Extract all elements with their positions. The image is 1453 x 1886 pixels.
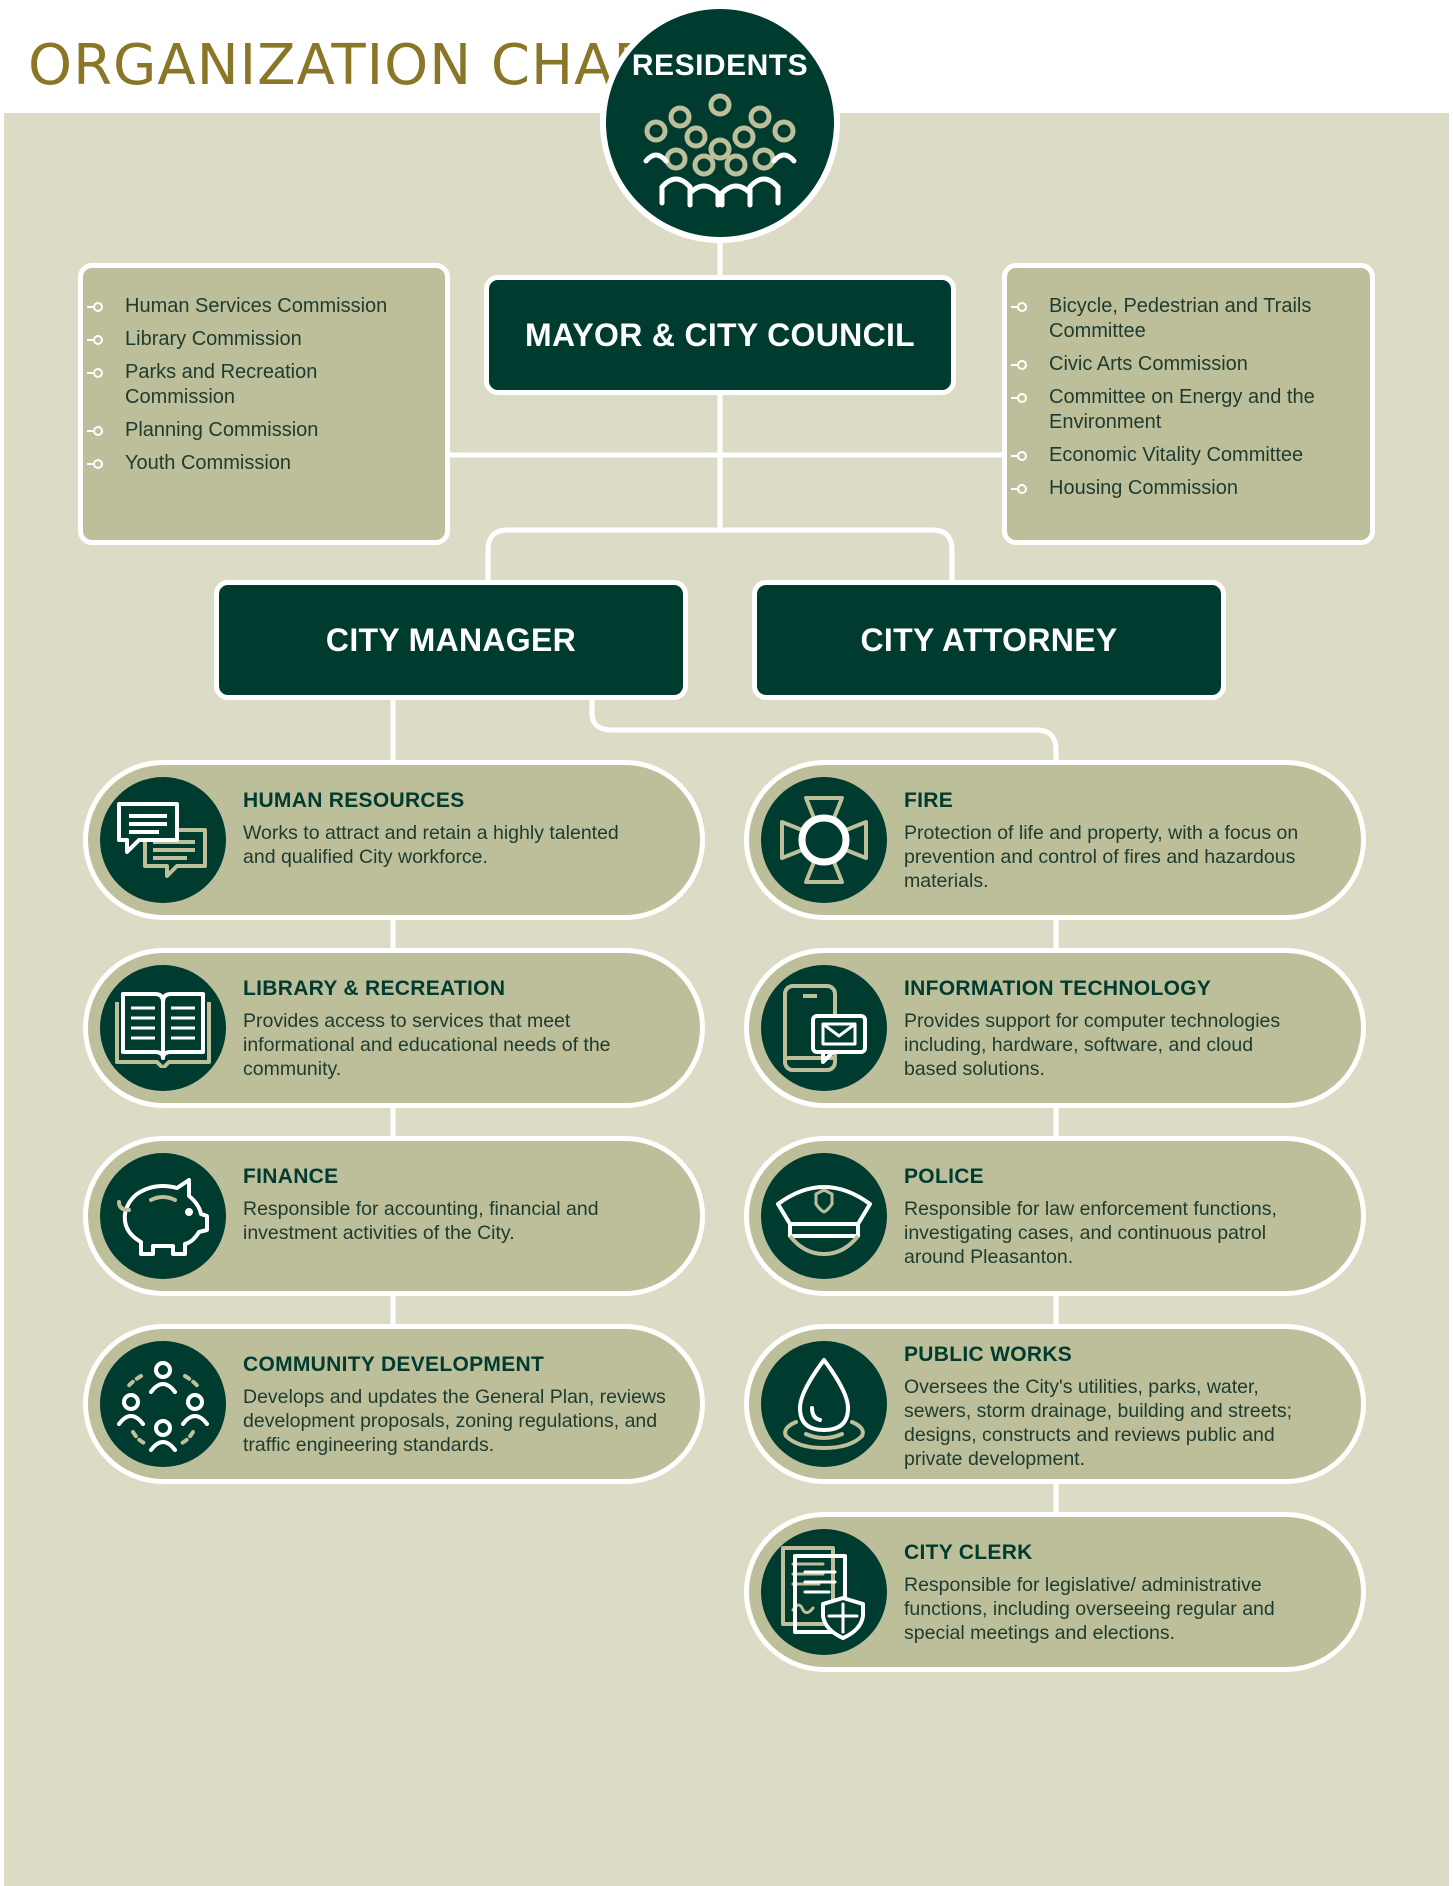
mayor-council-box: MAYOR & CITY COUNCIL [484,275,956,395]
dept-description: Provides support for computer technologi… [904,1010,1281,1080]
bullet-circle-icon [1011,360,1027,370]
dept-name: POLICE [904,1165,984,1188]
city-attorney-box: CITY ATTORNEY [752,580,1226,700]
community-network-icon [117,1361,209,1452]
police-cap-icon [776,1185,872,1256]
page-title: ORGANIZATION CHART [28,33,685,98]
commission-item: Library Commission [87,327,409,352]
dept-information-technology: INFORMATION TECHNOLOGY Provides support … [744,948,1366,1108]
piggy-bank-icon [117,1178,209,1256]
water-drop-icon [783,1358,865,1450]
dept-police: POLICE Responsible for law enforcement f… [744,1136,1366,1296]
committee-item: Civic Arts Commission [1011,352,1333,377]
bullet-circle-icon [87,335,103,345]
dept-fire: FIRE Protection of life and property, wi… [744,760,1366,920]
commission-item: Human Services Commission [87,294,409,319]
city-manager-label: CITY MANAGER [325,621,577,658]
dept-description: Provides access to services that meet in… [243,1010,611,1080]
residents-node: RESIDENTS [600,3,840,243]
dept-name: CITY CLERK [904,1541,1033,1564]
bullet-circle-icon [1011,393,1027,403]
dept-description: Protection of life and property, with a … [904,822,1299,892]
dept-community-development: COMMUNITY DEVELOPMENT Develops and updat… [83,1324,705,1484]
chat-bubbles-icon [117,802,207,878]
left-commissions-list: Human Services Commission Library Commis… [87,294,409,484]
phone-email-icon [783,984,867,1072]
dept-name: FINANCE [243,1165,339,1188]
committee-item: Committee on Energy and the Environment [1011,385,1333,435]
dept-name: FIRE [904,789,954,812]
commission-item: Youth Commission [87,451,409,476]
bullet-circle-icon [87,368,103,378]
dept-description: Develops and updates the General Plan, r… [243,1386,666,1456]
dept-name: COMMUNITY DEVELOPMENT [243,1353,545,1376]
dept-finance: FINANCE Responsible for accounting, fina… [83,1136,705,1296]
document-shield-icon [781,1546,865,1640]
dept-name: HUMAN RESOURCES [243,789,465,812]
dept-description: Works to attract and retain a highly tal… [243,822,619,868]
committee-item: Economic Vitality Committee [1011,443,1333,468]
committee-item: Housing Commission [1011,476,1333,501]
dept-description: Responsible for accounting, financial an… [243,1198,599,1244]
dept-city-clerk: CITY CLERK Responsible for legislative/ … [744,1512,1366,1672]
dept-name: INFORMATION TECHNOLOGY [904,977,1212,1000]
mayor-council-label: MAYOR & CITY COUNCIL [524,316,916,353]
bullet-circle-icon [87,459,103,469]
dept-description: Responsible for law enforcement function… [904,1198,1277,1268]
dept-description: Oversees the City's utilities, parks, wa… [904,1376,1293,1470]
bullet-circle-icon [1011,302,1027,312]
bullet-circle-icon [1011,484,1027,494]
dept-description: Responsible for legislative/ administrat… [904,1574,1275,1644]
maltese-cross-icon [780,796,868,884]
bullet-circle-icon [87,426,103,436]
dept-name: PUBLIC WORKS [904,1343,1073,1366]
city-attorney-label: CITY ATTORNEY [860,621,1118,658]
bullet-circle-icon [87,302,103,312]
commission-item: Planning Commission [87,418,409,443]
commission-item: Parks and Recreation Commission [87,360,409,410]
dept-name: LIBRARY & RECREATION [243,977,506,1000]
people-group-icon [643,93,797,208]
left-commissions-box: Human Services Commission Library Commis… [78,263,450,545]
residents-label: RESIDENTS [631,49,809,82]
dept-library-recreation: LIBRARY & RECREATION Provides access to … [83,948,705,1108]
dept-public-works: PUBLIC WORKS Oversees the City's utiliti… [744,1324,1366,1484]
committee-item: Bicycle, Pedestrian and Trails Committee [1011,294,1333,344]
right-committees-box: Bicycle, Pedestrian and Trails Committee… [1002,263,1375,545]
right-committees-list: Bicycle, Pedestrian and Trails Committee… [1011,294,1333,509]
dept-human-resources: HUMAN RESOURCES Works to attract and ret… [83,760,705,920]
city-manager-box: CITY MANAGER [214,580,688,700]
open-book-icon [115,992,211,1068]
bullet-circle-icon [1011,451,1027,461]
